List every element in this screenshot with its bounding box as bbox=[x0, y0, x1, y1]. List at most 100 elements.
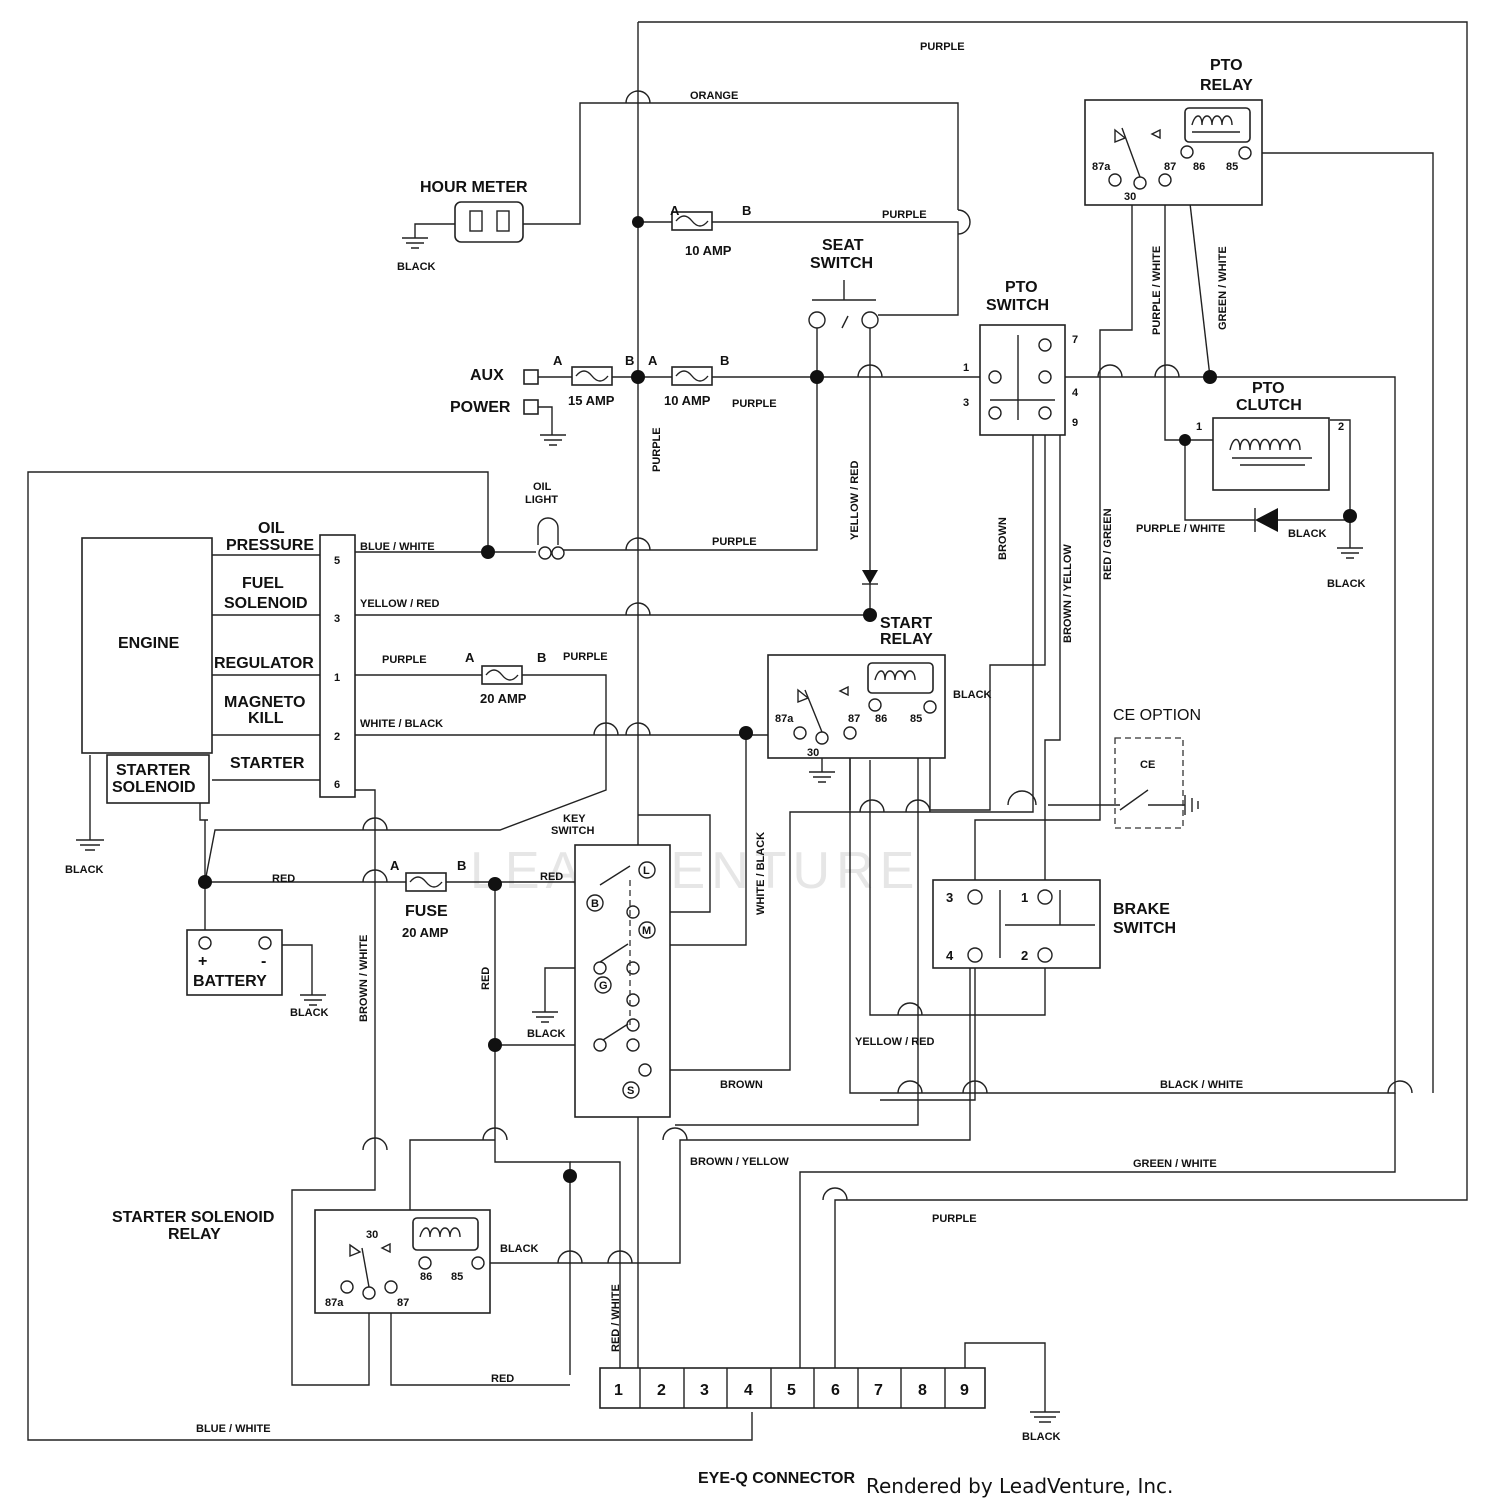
svg-text:BROWN / YELLOW: BROWN / YELLOW bbox=[1062, 544, 1074, 643]
svg-text:86: 86 bbox=[1193, 161, 1205, 173]
watermark: LEADVENTURE bbox=[470, 842, 920, 900]
aux-terminal bbox=[523, 369, 539, 385]
svg-text:WHITE / BLACK: WHITE / BLACK bbox=[755, 832, 767, 915]
svg-text:RED: RED bbox=[491, 1373, 514, 1385]
svg-text:SOLENOID: SOLENOID bbox=[224, 595, 308, 612]
pin-labels: 5 3 1 2 6 1 3 7 4 9 87a 30 87 86 85 1 2 … bbox=[198, 161, 1344, 1399]
ce-option bbox=[1114, 737, 1184, 829]
svg-text:PTO: PTO bbox=[1252, 380, 1285, 397]
svg-text:FUEL: FUEL bbox=[242, 575, 284, 592]
svg-text:8: 8 bbox=[918, 1382, 927, 1399]
svg-text:3: 3 bbox=[963, 397, 969, 409]
brake-switch bbox=[932, 879, 1101, 969]
svg-text:2: 2 bbox=[657, 1382, 666, 1399]
svg-text:CLUTCH: CLUTCH bbox=[1236, 397, 1302, 414]
svg-text:RELAY: RELAY bbox=[1200, 77, 1253, 94]
svg-text:10 AMP: 10 AMP bbox=[685, 243, 732, 258]
svg-text:RED: RED bbox=[540, 871, 563, 883]
svg-text:PRESSURE: PRESSURE bbox=[226, 537, 314, 554]
svg-text:A: A bbox=[390, 858, 400, 873]
svg-text:BROWN: BROWN bbox=[720, 1079, 763, 1091]
svg-text:BLACK: BLACK bbox=[953, 689, 992, 701]
svg-text:HOUR METER: HOUR METER bbox=[420, 179, 528, 196]
svg-text:PTO: PTO bbox=[1210, 57, 1243, 74]
hour-meter: HOUR METER bbox=[420, 179, 528, 243]
svg-text:B: B bbox=[537, 650, 546, 665]
svg-text:PTO: PTO bbox=[1005, 279, 1038, 296]
fuse-15a bbox=[571, 366, 613, 386]
svg-text:YELLOW / RED: YELLOW / RED bbox=[855, 1036, 935, 1048]
svg-text:BLACK: BLACK bbox=[1022, 1431, 1061, 1443]
fuse-10a-top bbox=[671, 211, 713, 231]
svg-text:YELLOW / RED: YELLOW / RED bbox=[360, 598, 440, 610]
svg-text:AUX: AUX bbox=[470, 367, 504, 384]
svg-text:BATTERY: BATTERY bbox=[193, 973, 267, 990]
svg-text:B: B bbox=[742, 203, 751, 218]
svg-text:1: 1 bbox=[1196, 421, 1202, 433]
svg-text:3: 3 bbox=[334, 613, 340, 625]
svg-text:RED / WHITE: RED / WHITE bbox=[610, 1284, 622, 1352]
svg-text:85: 85 bbox=[910, 713, 922, 725]
svg-text:BRAKE: BRAKE bbox=[1113, 901, 1170, 918]
wire-labels: PURPLE ORANGE PURPLE BLACK PURPLE PURPLE… bbox=[65, 41, 1366, 1443]
component-labels: PTO RELAY SEAT SWITCH PTO SWITCH PTO CLU… bbox=[112, 57, 1302, 1487]
svg-text:ORANGE: ORANGE bbox=[690, 90, 738, 102]
svg-text:PURPLE: PURPLE bbox=[732, 398, 777, 410]
svg-text:BLACK: BLACK bbox=[527, 1028, 566, 1040]
svg-text:PURPLE: PURPLE bbox=[712, 536, 757, 548]
svg-text:2: 2 bbox=[334, 731, 340, 743]
starter-solenoid-relay bbox=[314, 1209, 491, 1314]
svg-text:PURPLE: PURPLE bbox=[882, 209, 927, 221]
pto-clutch bbox=[1212, 417, 1330, 532]
svg-text:30: 30 bbox=[366, 1229, 378, 1241]
battery bbox=[186, 929, 283, 996]
svg-text:BLUE / WHITE: BLUE / WHITE bbox=[360, 541, 435, 553]
svg-text:20 AMP: 20 AMP bbox=[480, 691, 527, 706]
svg-text:4: 4 bbox=[744, 1382, 753, 1399]
svg-text:9: 9 bbox=[960, 1382, 969, 1399]
svg-text:PURPLE: PURPLE bbox=[932, 1213, 977, 1225]
svg-text:RELAY: RELAY bbox=[880, 631, 933, 648]
svg-text:RED: RED bbox=[272, 873, 295, 885]
fuse-20a-reg bbox=[481, 665, 523, 685]
svg-text:2: 2 bbox=[1338, 421, 1344, 433]
svg-text:3: 3 bbox=[700, 1382, 709, 1399]
svg-text:PURPLE: PURPLE bbox=[920, 41, 965, 53]
svg-text:WHITE / BLACK: WHITE / BLACK bbox=[360, 718, 443, 730]
svg-text:POWER: POWER bbox=[450, 399, 511, 416]
svg-text:+: + bbox=[198, 953, 207, 970]
svg-text:ENGINE: ENGINE bbox=[118, 635, 180, 652]
svg-text:L: L bbox=[643, 865, 650, 877]
svg-text:B: B bbox=[591, 898, 599, 910]
svg-text:10 AMP: 10 AMP bbox=[664, 393, 711, 408]
svg-text:30: 30 bbox=[807, 747, 819, 759]
svg-text:BLACK: BLACK bbox=[500, 1243, 539, 1255]
pto-relay bbox=[1084, 99, 1263, 206]
svg-text:1: 1 bbox=[1021, 890, 1028, 905]
svg-text:STARTER: STARTER bbox=[230, 755, 305, 772]
svg-text:MAGNETO: MAGNETO bbox=[224, 694, 305, 711]
svg-text:A: A bbox=[670, 203, 680, 218]
svg-text:6: 6 bbox=[334, 779, 340, 791]
ground-icon bbox=[76, 237, 1363, 1423]
svg-text:YELLOW / RED: YELLOW / RED bbox=[849, 461, 861, 541]
svg-text:87: 87 bbox=[848, 713, 860, 725]
svg-text:4: 4 bbox=[946, 948, 954, 963]
svg-text:4: 4 bbox=[1072, 387, 1079, 399]
fuse-labels: 10 AMP 15 AMP 10 AMP 20 AMP 20 AMP A B A… bbox=[390, 203, 751, 940]
svg-text:CE OPTION: CE OPTION bbox=[1113, 707, 1201, 724]
svg-text:BLACK: BLACK bbox=[397, 261, 436, 273]
svg-text:30: 30 bbox=[1124, 191, 1136, 203]
svg-text:SWITCH: SWITCH bbox=[810, 255, 873, 272]
svg-text:LIGHT: LIGHT bbox=[525, 494, 558, 506]
fuse-20a-main bbox=[405, 872, 447, 892]
svg-text:EYE-Q CONNECTOR: EYE-Q CONNECTOR bbox=[698, 1470, 856, 1487]
svg-text:A: A bbox=[465, 650, 475, 665]
svg-text:PURPLE: PURPLE bbox=[651, 427, 663, 472]
svg-text:GREEN / WHITE: GREEN / WHITE bbox=[1217, 246, 1229, 330]
svg-text:1: 1 bbox=[614, 1382, 623, 1399]
svg-text:2: 2 bbox=[1021, 948, 1028, 963]
svg-text:1: 1 bbox=[963, 362, 969, 374]
svg-text:B: B bbox=[625, 353, 634, 368]
svg-text:SWITCH: SWITCH bbox=[986, 297, 1049, 314]
